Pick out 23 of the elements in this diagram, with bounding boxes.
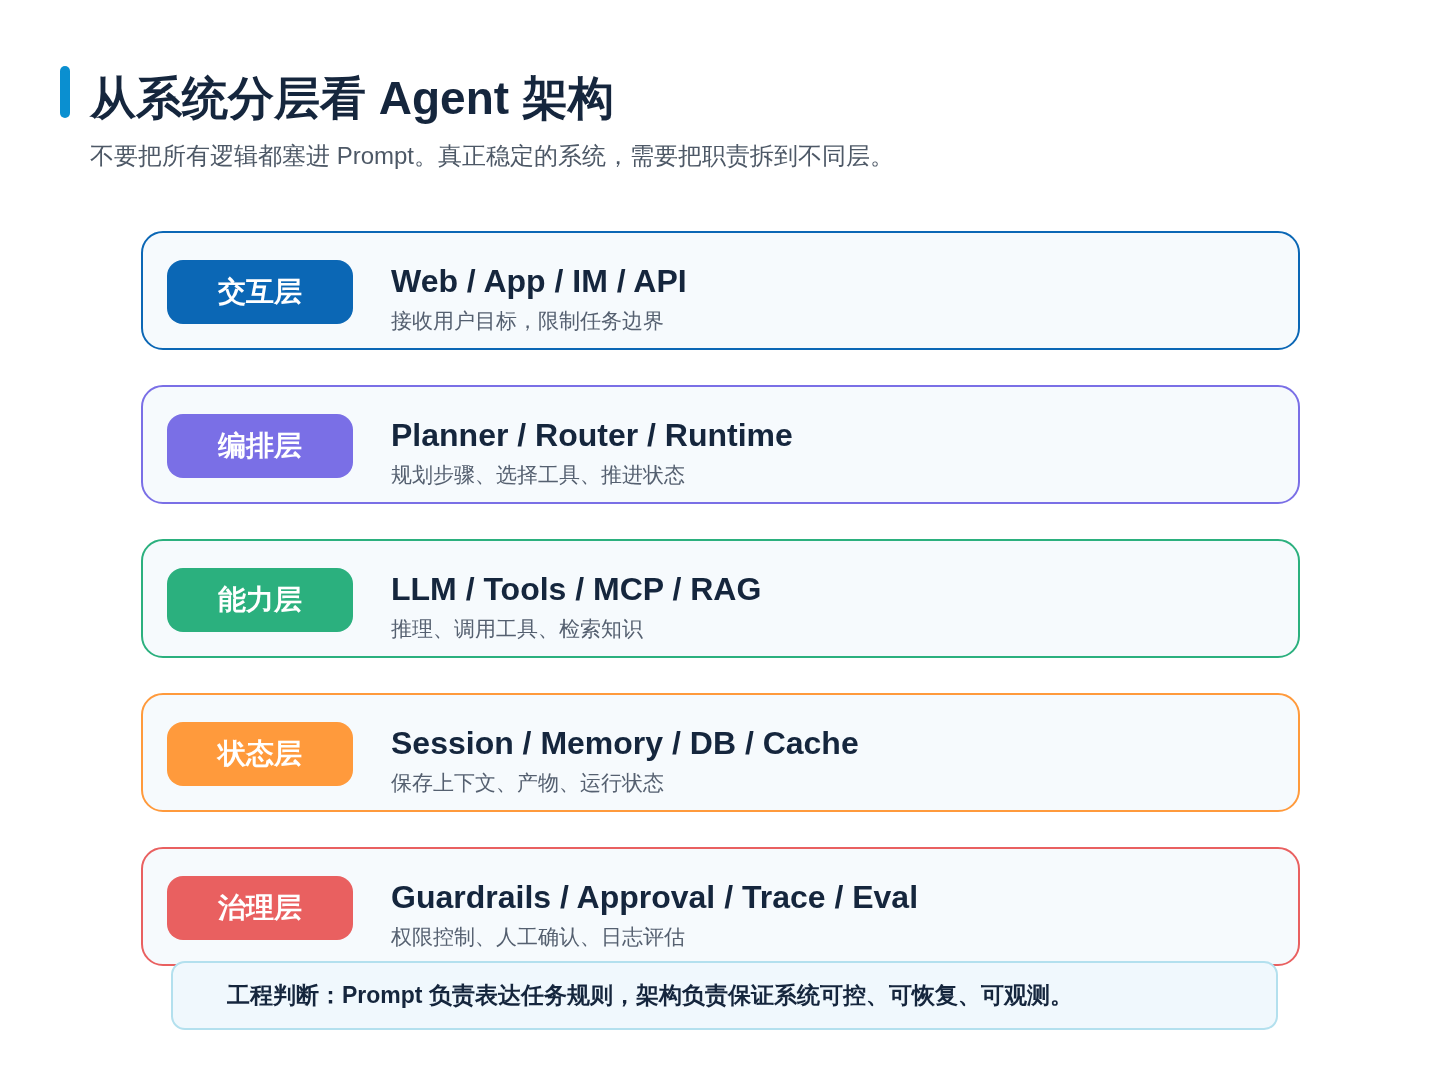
note-box: 工程判断：Prompt 负责表达任务规则，架构负责保证系统可控、可恢复、可观测。 — [171, 961, 1278, 1030]
layer-badge: 能力层 — [167, 568, 353, 632]
layer-title: Planner / Router / Runtime — [391, 417, 793, 454]
subtitle: 不要把所有逻辑都塞进 Prompt。真正稳定的系统，需要把职责拆到不同层。 — [90, 141, 895, 171]
layer-panel — [141, 385, 1300, 504]
layer-description: 接收用户目标，限制任务边界 — [391, 308, 664, 334]
layer-panel — [141, 231, 1300, 350]
layer-panel — [141, 693, 1300, 812]
layer-description: 规划步骤、选择工具、推进状态 — [391, 462, 685, 488]
layer-title: Session / Memory / DB / Cache — [391, 725, 859, 762]
layer-panel — [141, 847, 1300, 966]
layer-title: Web / App / IM / API — [391, 263, 687, 300]
layer-panel — [141, 539, 1300, 658]
layer-description: 保存上下文、产物、运行状态 — [391, 770, 664, 796]
layer-description: 权限控制、人工确认、日志评估 — [391, 924, 685, 950]
title: 从系统分层看 Agent 架构 — [90, 71, 614, 126]
layer-badge: 状态层 — [167, 722, 353, 786]
layer-badge: 治理层 — [167, 876, 353, 940]
layer-badge: 编排层 — [167, 414, 353, 478]
layer-title: LLM / Tools / MCP / RAG — [391, 571, 762, 608]
layer-title: Guardrails / Approval / Trace / Eval — [391, 879, 919, 916]
layer-badge: 交互层 — [167, 260, 353, 324]
layer-description: 推理、调用工具、检索知识 — [391, 616, 643, 642]
